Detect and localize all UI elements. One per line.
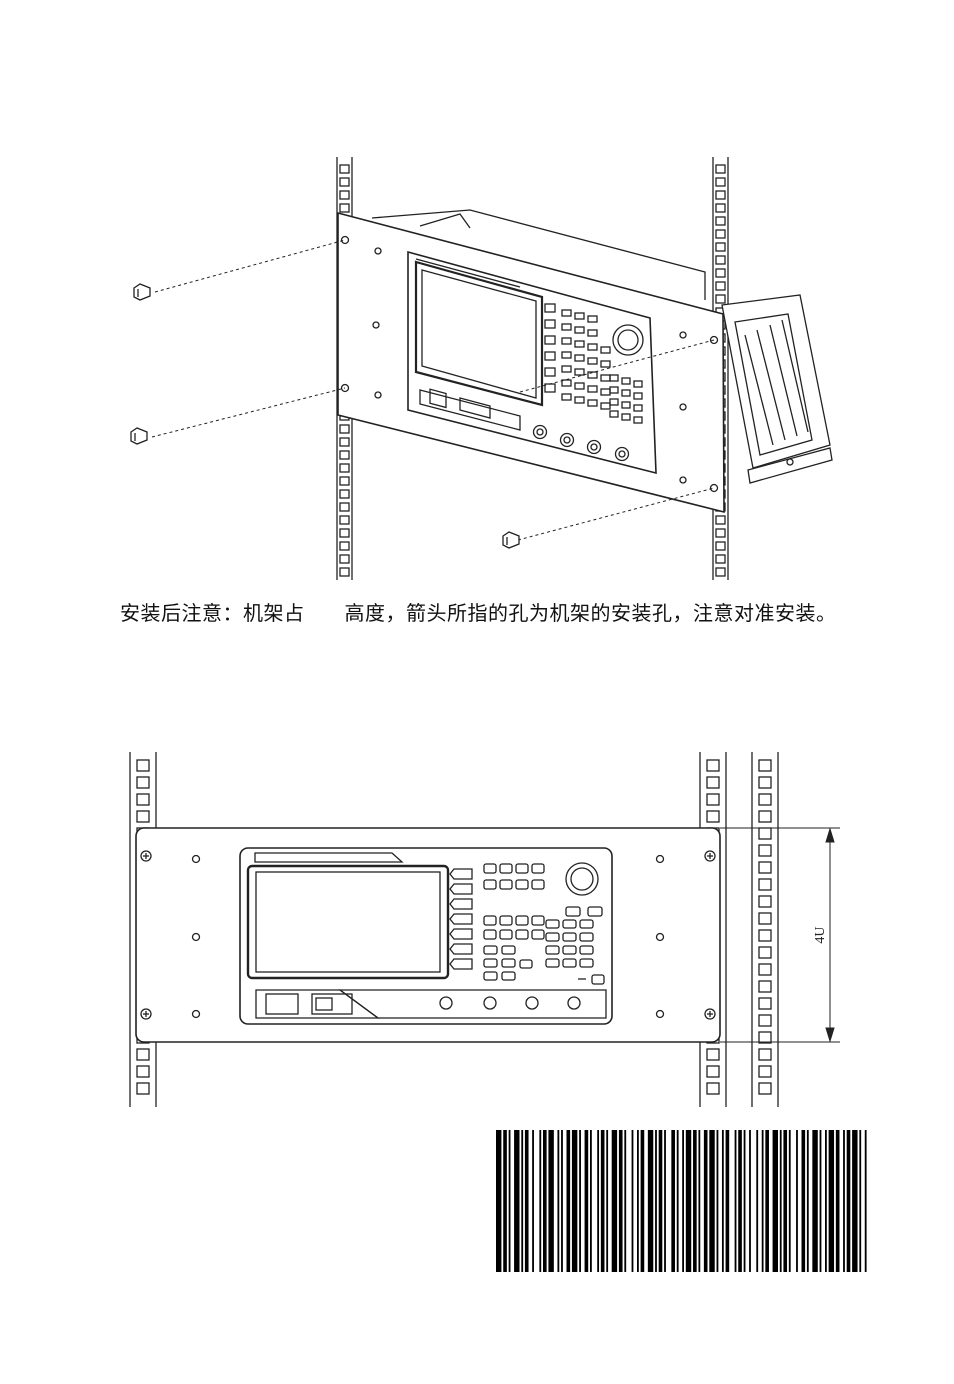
barcode-bar <box>852 1130 857 1272</box>
barcode-bar <box>514 1130 519 1272</box>
barcode-bar <box>773 1130 778 1272</box>
barcode-bar <box>585 1130 589 1272</box>
height-label: 4U <box>813 926 828 943</box>
barcode-bar <box>632 1130 634 1272</box>
front-instrument <box>240 848 612 1024</box>
barcode-bar <box>847 1130 851 1272</box>
barcode-bar <box>637 1130 639 1272</box>
barcode-bar <box>762 1130 764 1272</box>
barcode-bar <box>726 1130 730 1272</box>
barcode-bar <box>829 1130 834 1272</box>
barcode-bar <box>783 1130 787 1272</box>
barcode-bar <box>567 1130 571 1272</box>
barcode-bar <box>655 1130 657 1272</box>
barcode-bar <box>579 1130 581 1272</box>
barcode-bar <box>543 1130 547 1272</box>
barcode-bar <box>756 1130 758 1272</box>
barcode <box>496 1130 872 1272</box>
barcode-bar <box>606 1130 608 1272</box>
barcode-bar <box>749 1130 751 1272</box>
barcode-bar <box>648 1130 653 1272</box>
barcode-bar <box>677 1130 679 1272</box>
barcode-bar <box>572 1130 577 1272</box>
barcode-bar <box>659 1130 663 1272</box>
barcode-bar <box>738 1130 742 1272</box>
barcode-bar <box>698 1130 700 1272</box>
barcode-bar <box>735 1130 737 1272</box>
barcode-bar <box>496 1130 501 1272</box>
barcode-bar <box>624 1130 626 1272</box>
barcode-bar <box>744 1130 746 1272</box>
barcode-bar <box>612 1130 617 1272</box>
barcode-bar <box>722 1130 724 1272</box>
barcode-bar <box>802 1130 806 1272</box>
barcode-bar <box>682 1130 684 1272</box>
barcode-bar <box>812 1130 817 1272</box>
barcode-bar <box>548 1130 553 1272</box>
barcode-bar <box>865 1130 867 1272</box>
barcode-bar <box>820 1130 822 1272</box>
barcode-bar <box>503 1130 507 1272</box>
barcode-bar <box>789 1130 791 1272</box>
barcode-bar <box>641 1130 645 1272</box>
barcode-bar <box>704 1130 708 1272</box>
barcode-bar <box>825 1130 827 1272</box>
barcode-bar <box>664 1130 666 1272</box>
barcode-bar <box>693 1130 697 1272</box>
barcode-bar <box>717 1130 719 1272</box>
barcode-bar <box>765 1130 769 1272</box>
barcode-bar <box>539 1130 541 1272</box>
barcode-bar <box>859 1130 861 1272</box>
barcode-bar <box>521 1130 523 1272</box>
barcode-bar <box>557 1130 559 1272</box>
barcode-bar <box>843 1130 845 1272</box>
barcode-bar <box>686 1130 691 1272</box>
barcode-bar <box>807 1130 809 1272</box>
barcode-bar <box>836 1130 840 1272</box>
barcode-bar <box>709 1130 714 1272</box>
barcode-bar <box>532 1130 534 1272</box>
barcode-bar <box>780 1130 782 1272</box>
barcode-bar <box>561 1130 563 1272</box>
barcode-bar <box>597 1130 599 1272</box>
barcode-bar <box>601 1130 605 1272</box>
barcode-bar <box>509 1130 511 1272</box>
barcode-bar <box>525 1130 529 1272</box>
barcode-bar <box>796 1130 798 1272</box>
barcode-bar <box>590 1130 592 1272</box>
barcode-bar <box>619 1130 623 1272</box>
barcode-bar <box>671 1130 675 1272</box>
